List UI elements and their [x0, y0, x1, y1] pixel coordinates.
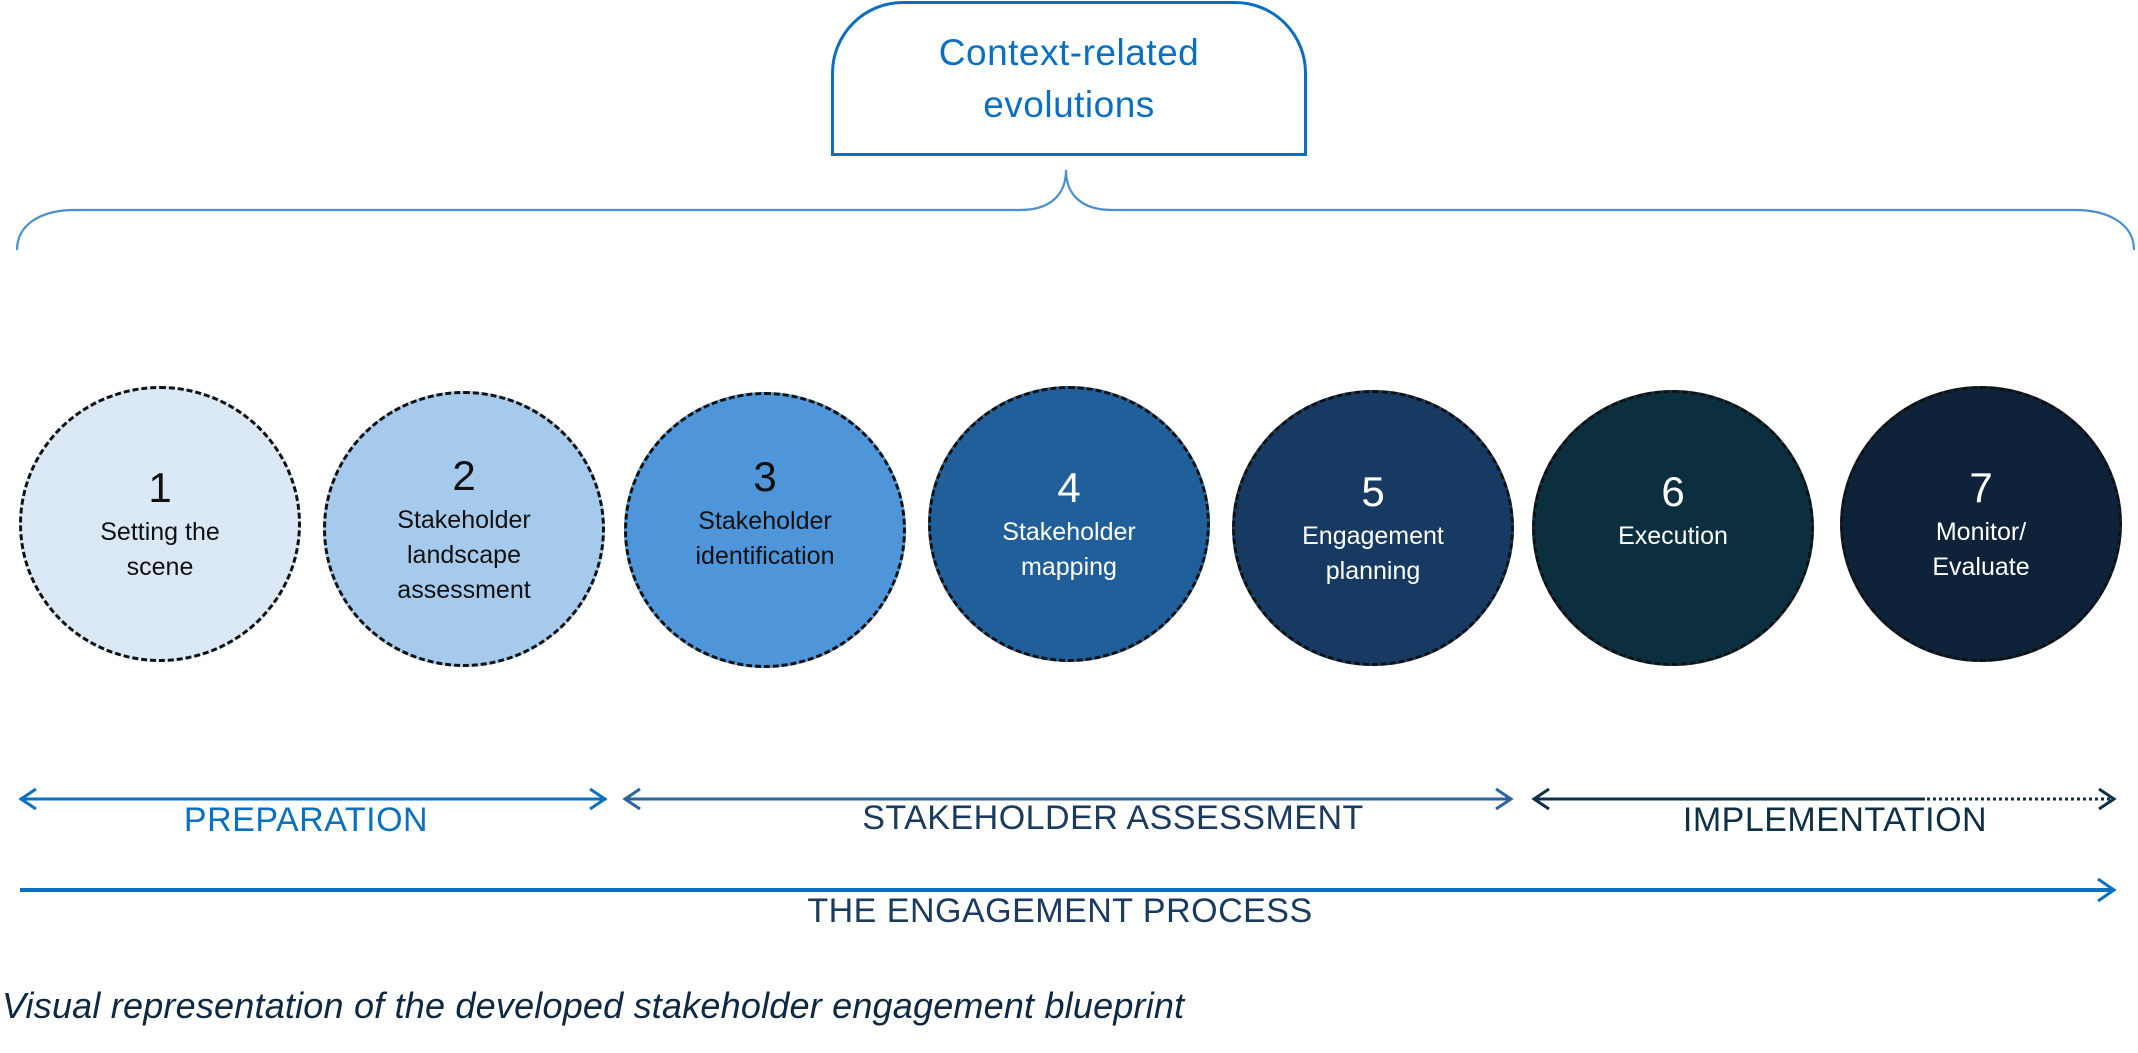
- arrow-head-left: [622, 787, 641, 811]
- step-label-line: Stakeholder: [698, 506, 832, 535]
- step-number: 4: [1057, 464, 1081, 511]
- arrow-head-right: [1495, 787, 1514, 811]
- phase-label-preparation: PREPARATION: [183, 801, 429, 839]
- step-label-line: Execution: [1618, 522, 1728, 550]
- context-box-line-1: Context-related: [938, 31, 1200, 73]
- step-label-line: landscape: [407, 540, 521, 569]
- implementation-arrow: [1531, 787, 2117, 811]
- step-label-line: identification: [695, 541, 835, 570]
- step-number: 3: [753, 452, 777, 500]
- stakeholder-assessment-arrow: [622, 787, 1514, 811]
- step-circle-7: 7 Monitor/ Evaluate: [1840, 386, 2122, 662]
- engagement-process-arrow: [20, 877, 2117, 903]
- engagement-process-label: THE ENGAGEMENT PROCESS: [807, 892, 1313, 930]
- arrow-head-left: [1531, 787, 1550, 811]
- arrow-head-right: [2097, 877, 2117, 903]
- step-number: 5: [1361, 468, 1385, 515]
- arrow-head-right: [589, 787, 608, 811]
- step-label-line: Stakeholder: [397, 505, 531, 534]
- step-circle-5: 5 Engagement planning: [1232, 390, 1514, 666]
- step-label-line: planning: [1325, 557, 1421, 585]
- step-number: 7: [1969, 464, 1993, 511]
- step-label-line: Stakeholder: [1002, 518, 1136, 546]
- step-circle-4: 4 Stakeholder mapping: [928, 386, 1210, 662]
- step-label-line: Setting the: [100, 518, 220, 546]
- phase-label-stakeholder-assessment: STAKEHOLDER ASSESSMENT: [862, 799, 1364, 837]
- step-circle-1: 1 Setting the scene: [19, 386, 301, 662]
- step-label-line: scene: [126, 553, 194, 581]
- figure-caption: Visual representation of the developed s…: [2, 985, 1185, 1026]
- step-number: 1: [148, 464, 172, 511]
- step-label-line: assessment: [397, 575, 531, 604]
- step-circle-3: 3 Stakeholder identification: [624, 392, 906, 668]
- step-label-line: Engagement: [1302, 522, 1444, 550]
- curly-brace: [15, 169, 2136, 251]
- step-circle-6: 6 Execution: [1532, 390, 1814, 666]
- arrow-head-left: [18, 787, 37, 811]
- context-box-line-2: evolutions: [983, 83, 1155, 125]
- phase-label-implementation: IMPLEMENTATION: [1682, 801, 1988, 839]
- context-related-evolutions-box: Context-related evolutions: [831, 1, 1307, 156]
- step-circle-2: 2 Stakeholder landscape assessment: [323, 391, 605, 667]
- step-label-line: Evaluate: [1932, 553, 2030, 581]
- step-number: 2: [452, 451, 476, 499]
- arrow-head-right: [2098, 787, 2117, 811]
- step-label-line: Monitor/: [1935, 518, 2027, 546]
- step-number: 6: [1661, 468, 1685, 515]
- step-label-line: mapping: [1021, 553, 1117, 581]
- preparation-arrow: [18, 787, 608, 811]
